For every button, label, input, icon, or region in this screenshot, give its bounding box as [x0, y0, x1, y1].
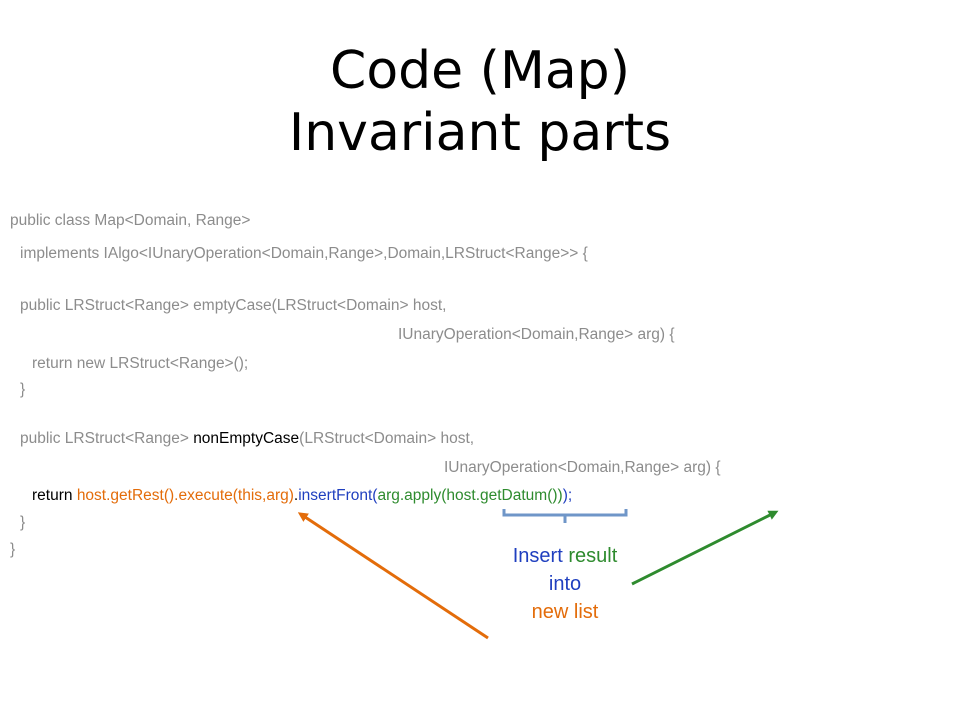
callout-line-1: Insert result [470, 542, 660, 570]
code-line-7-suffix: (LRStruct<Domain> host, [299, 430, 475, 447]
callout-label: Insert result into new list [470, 542, 660, 626]
code-apply: arg.apply(host.getDatum()) [377, 487, 563, 504]
code-return: return [32, 487, 77, 504]
green-arrow [631, 510, 779, 586]
callout-result: result [562, 545, 618, 567]
code-dot: . [293, 487, 299, 504]
code-recursive-call: host.getRest().execute(this,arg) [76, 487, 294, 504]
code-line-11: } [10, 541, 16, 558]
orange-arrow [297, 512, 489, 640]
code-line-2: implements IAlgo<IUnaryOperation<Domain,… [20, 245, 588, 262]
code-line-10: } [20, 514, 26, 531]
code-line-6: } [20, 381, 26, 398]
code-line-8: IUnaryOperation<Domain,Range> arg) { [444, 459, 721, 476]
callout-insert: Insert [512, 545, 563, 567]
code-insert-front: insertFront( [298, 487, 378, 504]
callout-new-list: new list [531, 601, 599, 623]
code-method-nonemptycase: nonEmptyCase [193, 430, 300, 447]
code-line-1: public class Map<Domain, Range> [10, 212, 251, 229]
slide-title: Code (Map) Invariant parts [0, 40, 960, 164]
code-line-5: return new LRStruct<Range>(); [32, 355, 249, 372]
code-line-7: public LRStruct<Range> nonEmptyCase(LRSt… [20, 430, 474, 448]
title-line-1: Code (Map) [330, 41, 630, 101]
insert-front-bracket [502, 509, 628, 523]
code-line-9: return host.getRest().execute(this,arg).… [32, 487, 572, 505]
code-line-7-prefix: public LRStruct<Range> [20, 430, 194, 447]
callout-into: into [548, 573, 582, 595]
code-close: ); [562, 487, 573, 504]
title-line-2: Invariant parts [288, 103, 672, 163]
code-line-4: IUnaryOperation<Domain,Range> arg) { [398, 326, 675, 343]
code-line-3: public LRStruct<Range> emptyCase(LRStruc… [20, 297, 447, 314]
